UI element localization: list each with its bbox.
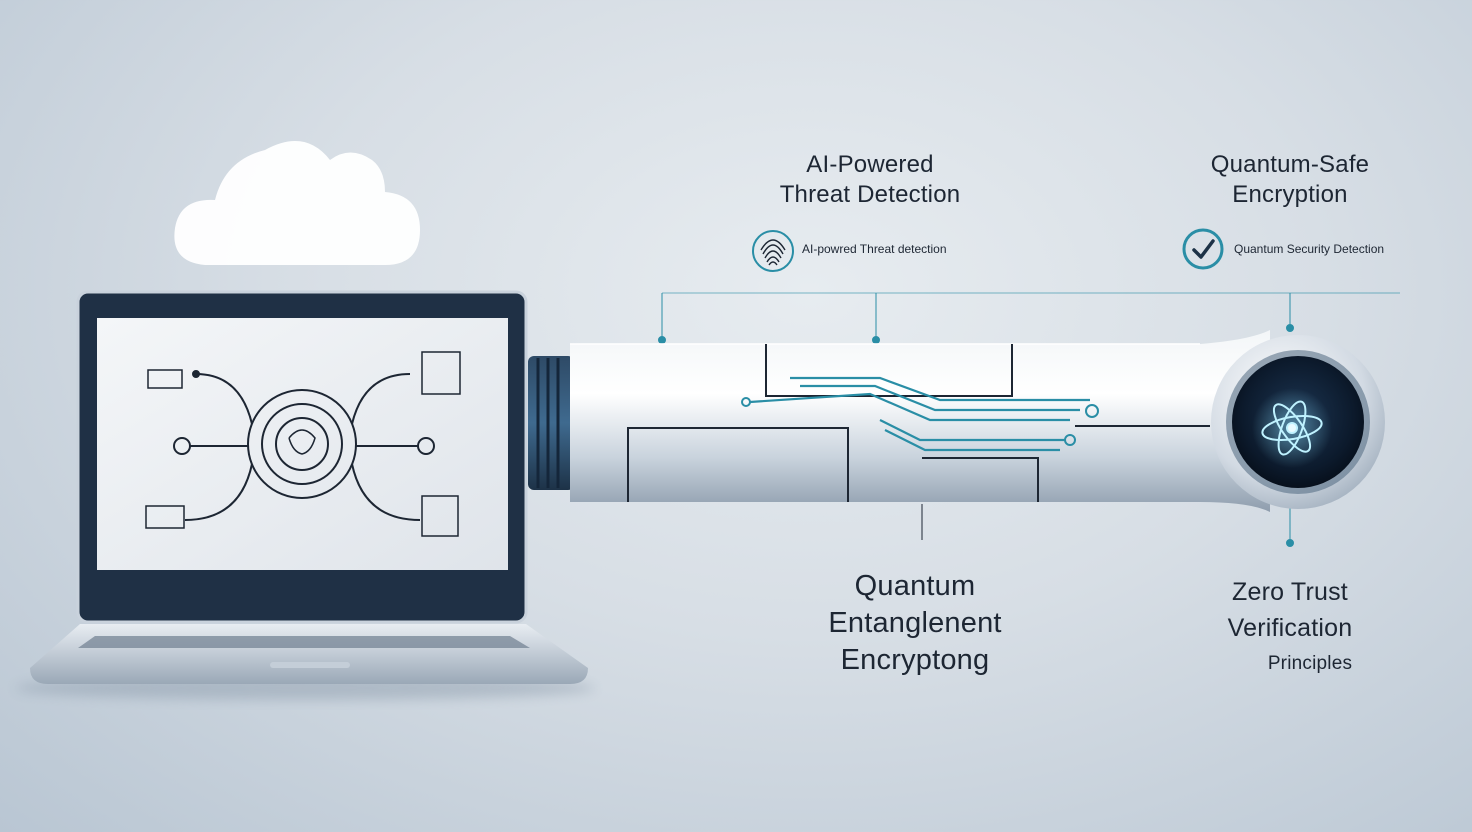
ai-threat-badge: AI-powred Threat detection (750, 228, 947, 270)
title-line: AI-Powered (806, 151, 934, 178)
badge-caption: AI-powred Threat detection (802, 242, 947, 256)
security-tube (570, 330, 1270, 512)
badge-icon-spacer (1182, 228, 1224, 270)
screen-diagram (145, 351, 461, 537)
title-line: Quantum (854, 570, 976, 602)
screen-link (351, 373, 411, 425)
screen-hub-ring-outer (247, 389, 357, 499)
screen-hub-ring-inner (275, 417, 329, 471)
chip-icon (147, 369, 183, 389)
badge-caption: Quantum Security Detection (1234, 242, 1385, 256)
screen-hub-ring-middle (261, 403, 343, 485)
chip-icon (421, 495, 459, 537)
tube-coupling (528, 356, 574, 490)
title-line: Threat Detection (779, 181, 961, 208)
leader-lines (658, 292, 1400, 547)
cloud-icon (174, 141, 420, 265)
title-line: Encryptong (840, 644, 990, 676)
chip-icon (145, 505, 185, 529)
title-line: Quantum-Safe (1210, 151, 1370, 178)
screen-link (351, 463, 421, 521)
fingerprint-icon (288, 429, 316, 455)
fingerprint-icon (752, 230, 794, 272)
atom-icon (1261, 400, 1323, 456)
laptop-icon (30, 290, 588, 684)
badge-icon-spacer (750, 228, 792, 270)
tube-circuit (627, 344, 1210, 502)
zero-trust-title: Zero Trust Verification Principles (1180, 574, 1400, 682)
quantum-entanglement-title: Quantum Entanglenent Encryptong (780, 568, 1050, 679)
quantum-safe-encryption-title: Quantum-Safe Encryption (1165, 150, 1415, 210)
screen-node (417, 437, 435, 455)
title-line: Entanglenent (828, 607, 1002, 639)
check-circle-icon (1182, 228, 1224, 270)
subtitle: Principles (1267, 653, 1353, 674)
title-line: Zero Trust (1232, 578, 1348, 606)
quantum-core (1211, 335, 1385, 509)
quantum-safe-badge: Quantum Security Detection (1182, 228, 1384, 270)
ai-threat-detection-title: AI-Powered Threat Detection (735, 150, 1005, 210)
title-line: Verification (1227, 614, 1353, 642)
title-line: Encryption (1232, 181, 1348, 208)
screen-link (195, 373, 253, 425)
tube-traces (749, 376, 1090, 452)
screen-node (173, 437, 191, 455)
screen-link (184, 463, 253, 521)
chip-icon (421, 351, 461, 395)
screen-node (192, 370, 200, 378)
